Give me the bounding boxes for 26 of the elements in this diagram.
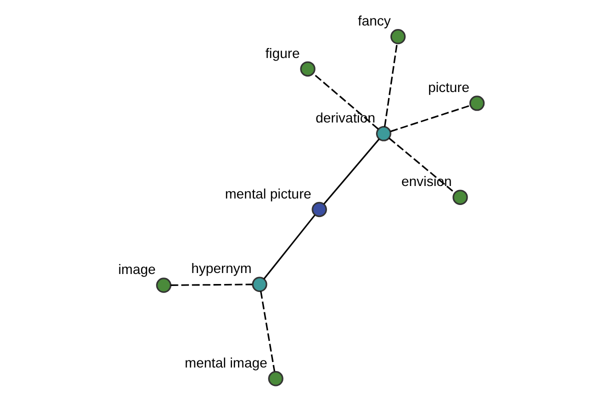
node-circle (300, 61, 315, 77)
connector (312, 72, 378, 130)
node-circle (268, 371, 283, 386)
connector (390, 104, 470, 132)
node-label: image (118, 262, 156, 278)
node-circle (468, 96, 484, 111)
node-label: fancy (357, 13, 390, 28)
node-circle (251, 276, 267, 292)
connector (260, 291, 275, 372)
connector (170, 284, 252, 286)
connector (383, 43, 398, 127)
node-label: envision (400, 174, 452, 190)
connector (388, 138, 455, 194)
node-label: mental picture (224, 186, 311, 202)
connector (322, 138, 380, 205)
node-circle (390, 29, 406, 44)
node-circle (311, 202, 326, 218)
node-label: derivation (315, 110, 375, 126)
node-circle (156, 278, 171, 293)
node-label: mental image (184, 355, 267, 370)
node-circle (452, 190, 468, 205)
node-label: figure (264, 46, 300, 61)
node-label: hypernym (190, 261, 252, 276)
node-label: picture (428, 80, 469, 96)
node-circle (376, 126, 391, 142)
connector (262, 214, 315, 280)
